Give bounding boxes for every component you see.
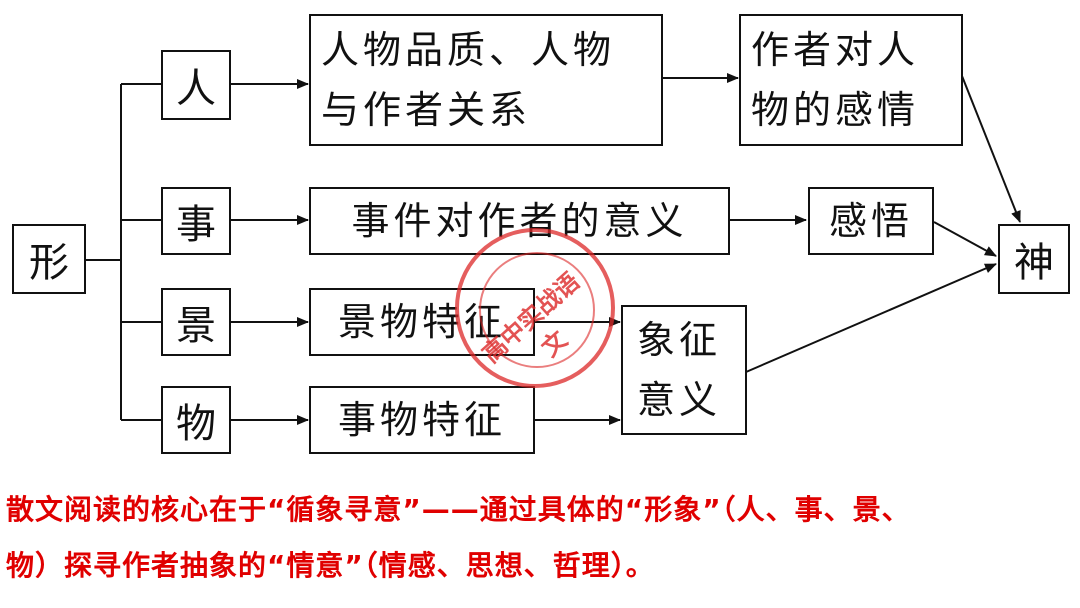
root-label: 形: [29, 240, 69, 286]
wu-feature-label: 事物特征: [337, 398, 506, 442]
caption-line-2: 物）探寻作者抽象的“情意”（情感、思想、哲理）。: [6, 549, 655, 582]
spirit-box: 神: [998, 224, 1070, 294]
category-box-jing: 景: [161, 288, 231, 356]
ren-feeling-box: 作者对人 物的感情: [739, 14, 963, 146]
watermark-stamp: 高中实战语文: [455, 228, 615, 388]
symbol-line2: 意义: [637, 378, 722, 422]
category-box-ren: 人: [161, 50, 231, 120]
ren-quality-line1: 人物品质、人物: [321, 28, 616, 72]
symbol-line1: 象征: [637, 318, 722, 362]
ren-quality-line2: 与作者关系: [321, 88, 532, 132]
wu-feature-box: 事物特征: [309, 386, 535, 454]
ren-feeling-line1: 作者对人: [751, 28, 920, 72]
category-label-ren: 人: [176, 66, 216, 112]
stamp-inner-ring: [479, 252, 595, 368]
root-box-xing: 形: [12, 224, 86, 294]
category-label-wu: 物: [176, 401, 216, 447]
shi-insight-box: 感悟: [808, 187, 934, 255]
caption-line-1: 散文阅读的核心在于“循象寻意”——通过具体的“形象”（人、事、景、: [6, 493, 911, 526]
spirit-label: 神: [1014, 240, 1054, 286]
category-label-jing: 景: [176, 303, 216, 349]
shi-insight-label: 感悟: [828, 199, 913, 243]
category-box-wu: 物: [161, 386, 231, 454]
ren-quality-box: 人物品质、人物 与作者关系: [309, 14, 663, 146]
category-box-shi: 事: [161, 187, 231, 255]
ren-feeling-line2: 物的感情: [751, 88, 920, 132]
symbol-box: 象征 意义: [621, 305, 747, 435]
category-label-shi: 事: [176, 202, 216, 248]
